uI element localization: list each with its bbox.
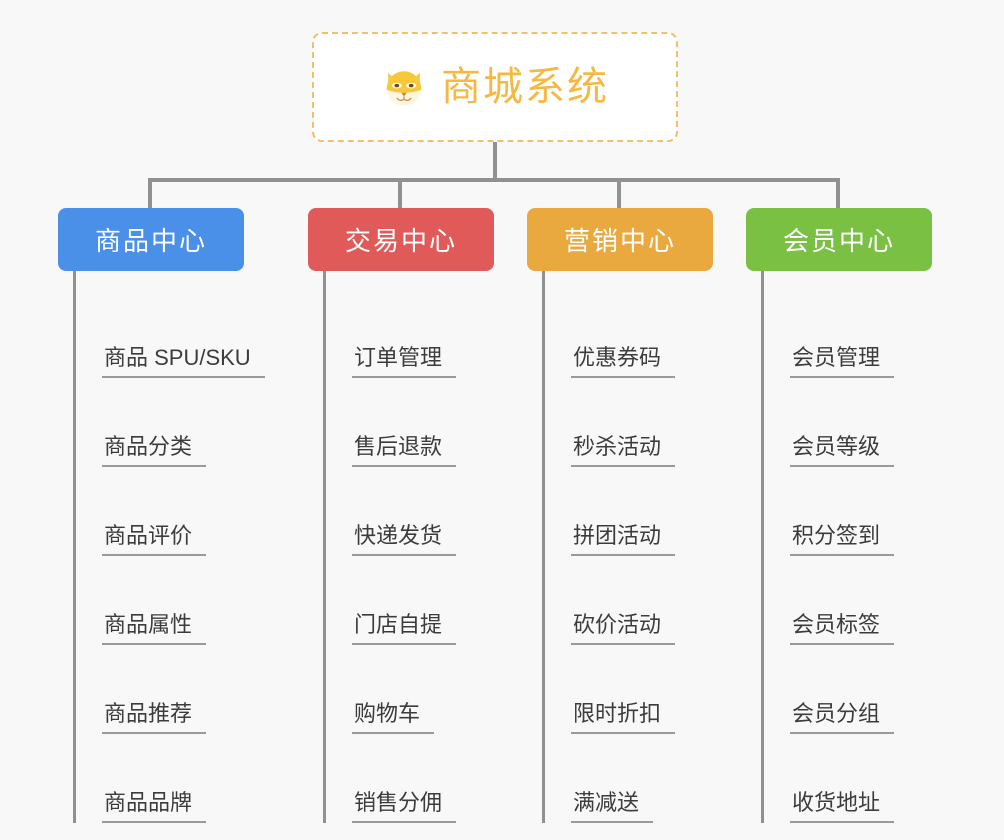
category-header-1[interactable]: 商品中心 <box>58 208 244 271</box>
category-columns: 商品中心 商品 SPU/SKU 商品分类 商品评价 商品属性 商品推荐 商品品牌… <box>0 208 1004 823</box>
leaf-list-2: 订单管理 售后退款 快递发货 门店自提 购物车 销售分佣 <box>308 271 527 823</box>
shiba-dog-icon <box>381 64 427 110</box>
list-item[interactable]: 拼团活动 <box>543 467 746 556</box>
list-item[interactable]: 积分签到 <box>762 467 965 556</box>
list-item[interactable]: 订单管理 <box>324 289 527 378</box>
connector-drop-category-2 <box>398 178 402 208</box>
leaf-label: 门店自提 <box>352 612 457 645</box>
connector-horizontal-bar <box>148 178 840 182</box>
leaf-label: 积分签到 <box>790 523 895 556</box>
list-item[interactable]: 砍价活动 <box>543 556 746 645</box>
list-item[interactable]: 门店自提 <box>324 556 527 645</box>
list-item[interactable]: 收货地址 <box>762 734 965 823</box>
list-item[interactable]: 优惠券码 <box>543 289 746 378</box>
root-node-label: 商城系统 <box>441 65 609 109</box>
root-node[interactable]: 商城系统 <box>312 32 678 142</box>
category-header-3[interactable]: 营销中心 <box>527 208 713 271</box>
list-item[interactable]: 限时折扣 <box>543 645 746 734</box>
category-column-交易中心: 交易中心 订单管理 售后退款 快递发货 门店自提 购物车 销售分佣 <box>308 208 527 823</box>
leaf-list-1: 商品 SPU/SKU 商品分类 商品评价 商品属性 商品推荐 商品品牌 <box>58 271 308 823</box>
list-item[interactable]: 会员管理 <box>762 289 965 378</box>
leaf-label: 会员等级 <box>790 434 895 467</box>
leaf-list-3: 优惠券码 秒杀活动 拼团活动 砍价活动 限时折扣 满减送 <box>527 271 746 823</box>
list-item[interactable]: 售后退款 <box>324 378 527 467</box>
leaf-label: 满减送 <box>571 790 654 823</box>
category-column-营销中心: 营销中心 优惠券码 秒杀活动 拼团活动 砍价活动 限时折扣 满减送 <box>527 208 746 823</box>
leaf-label: 订单管理 <box>352 345 457 378</box>
leaf-label: 快递发货 <box>352 523 457 556</box>
list-item[interactable]: 会员等级 <box>762 378 965 467</box>
leaf-label: 售后退款 <box>352 434 457 467</box>
list-item[interactable]: 满减送 <box>543 734 746 823</box>
connector-drop-category-4 <box>836 178 840 208</box>
category-column-会员中心: 会员中心 会员管理 会员等级 积分签到 会员标签 会员分组 收货地址 <box>746 208 965 823</box>
category-header-4[interactable]: 会员中心 <box>746 208 932 271</box>
list-item[interactable]: 销售分佣 <box>324 734 527 823</box>
leaf-label: 会员管理 <box>790 345 895 378</box>
leaf-label: 优惠券码 <box>571 345 676 378</box>
leaf-label: 会员分组 <box>790 701 895 734</box>
leaf-label: 购物车 <box>352 701 435 734</box>
list-item[interactable]: 商品品牌 <box>74 734 308 823</box>
category-header-2[interactable]: 交易中心 <box>308 208 494 271</box>
list-item[interactable]: 会员标签 <box>762 556 965 645</box>
leaf-label: 收货地址 <box>790 790 895 823</box>
leaf-label: 销售分佣 <box>352 790 457 823</box>
category-column-商品中心: 商品中心 商品 SPU/SKU 商品分类 商品评价 商品属性 商品推荐 商品品牌 <box>58 208 308 823</box>
list-item[interactable]: 商品评价 <box>74 467 308 556</box>
list-item[interactable]: 购物车 <box>324 645 527 734</box>
leaf-label: 秒杀活动 <box>571 434 676 467</box>
list-item[interactable]: 快递发货 <box>324 467 527 556</box>
leaf-label: 拼团活动 <box>571 523 676 556</box>
leaf-label: 商品推荐 <box>102 701 207 734</box>
list-item[interactable]: 秒杀活动 <box>543 378 746 467</box>
leaf-label: 会员标签 <box>790 612 895 645</box>
leaf-label: 商品品牌 <box>102 790 207 823</box>
list-item[interactable]: 商品属性 <box>74 556 308 645</box>
leaf-label: 商品 SPU/SKU <box>102 345 265 378</box>
list-item[interactable]: 会员分组 <box>762 645 965 734</box>
list-item[interactable]: 商品 SPU/SKU <box>74 289 308 378</box>
connector-drop-category-3 <box>617 178 621 208</box>
connector-drop-category-1 <box>148 178 152 208</box>
leaf-list-4: 会员管理 会员等级 积分签到 会员标签 会员分组 收货地址 <box>746 271 965 823</box>
leaf-label: 商品分类 <box>102 434 207 467</box>
leaf-label: 商品评价 <box>102 523 207 556</box>
leaf-label: 限时折扣 <box>571 701 676 734</box>
list-item[interactable]: 商品分类 <box>74 378 308 467</box>
list-item[interactable]: 商品推荐 <box>74 645 308 734</box>
leaf-label: 砍价活动 <box>571 612 676 645</box>
connector-root-drop <box>493 142 497 182</box>
leaf-label: 商品属性 <box>102 612 207 645</box>
